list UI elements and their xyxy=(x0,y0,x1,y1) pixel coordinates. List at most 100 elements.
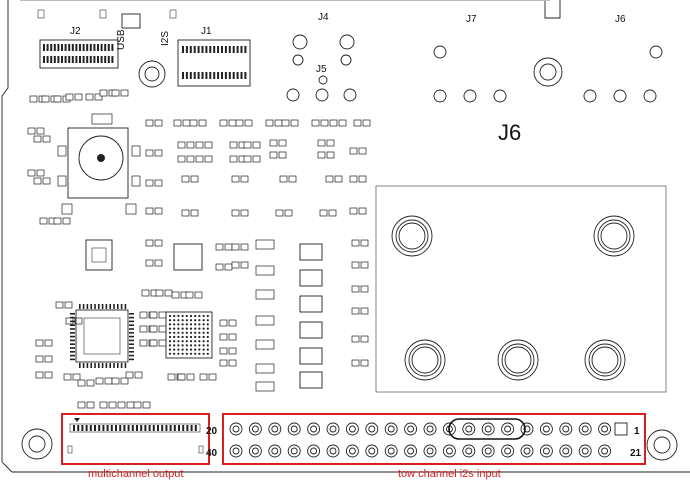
header-pin-top xyxy=(520,422,534,436)
smd-pad xyxy=(228,359,237,367)
qfp-pin xyxy=(129,335,134,338)
qfp-pin xyxy=(129,316,134,319)
bga-ball xyxy=(198,352,201,355)
pin xyxy=(236,46,239,53)
bga-ball xyxy=(181,323,184,326)
qfp-pin xyxy=(129,351,134,353)
header-pin-bottom-hole xyxy=(290,447,298,455)
resistor xyxy=(255,265,275,276)
header-pin-bottom xyxy=(520,444,534,458)
bga-ball xyxy=(181,340,184,343)
connector-pin xyxy=(152,425,155,431)
smd-pad xyxy=(278,139,287,147)
smd-pad xyxy=(215,243,224,251)
smd-pad xyxy=(149,311,158,319)
jack-ring xyxy=(408,343,442,377)
pin xyxy=(236,72,239,79)
smd-pad xyxy=(189,119,198,127)
bga-ball xyxy=(198,331,201,334)
qfp-pin xyxy=(129,339,134,342)
connector-pin xyxy=(73,425,75,431)
smd-pad xyxy=(62,217,71,225)
header-pin-bottom-hole xyxy=(426,447,434,455)
bga-ball xyxy=(177,314,180,318)
pin xyxy=(221,46,223,53)
pin xyxy=(86,44,89,51)
smd-pad xyxy=(177,155,186,163)
smd-pad xyxy=(36,127,45,135)
header-pin-bottom-hole xyxy=(601,447,609,455)
bga-chip xyxy=(165,311,213,359)
pin xyxy=(240,46,243,53)
header-pin-top xyxy=(598,422,612,436)
qfp-pin xyxy=(124,304,127,309)
qfp-pin xyxy=(98,363,100,368)
bga-ball xyxy=(202,340,205,343)
bga-ball xyxy=(181,319,184,322)
bga-ball xyxy=(189,323,193,326)
qfp-pin xyxy=(90,304,92,309)
connector-pin xyxy=(173,425,176,431)
pin xyxy=(107,56,110,63)
header-pin-top-hole xyxy=(368,425,376,433)
bga-ball xyxy=(168,352,172,355)
smd-pad xyxy=(120,89,129,97)
header-pin-top xyxy=(307,422,321,436)
usb-label: USB xyxy=(116,29,127,50)
qfp-pin xyxy=(94,304,96,309)
smd-pad xyxy=(334,175,343,183)
jack-ring xyxy=(584,339,626,381)
smd-pad xyxy=(141,289,150,297)
smd-pad xyxy=(338,119,347,127)
smd-pad xyxy=(228,333,237,341)
smd-pad xyxy=(74,93,83,101)
pin xyxy=(97,44,99,51)
smd-pad xyxy=(139,339,148,347)
connector-pin xyxy=(98,425,101,431)
mounting-hole-bottom-right xyxy=(646,429,678,461)
smd-pad xyxy=(351,261,360,269)
resistor xyxy=(255,339,275,350)
bga-ball xyxy=(194,344,197,347)
pin xyxy=(228,46,231,53)
smd-pad xyxy=(53,217,62,225)
pin xyxy=(209,46,212,53)
smd-pad xyxy=(44,355,53,363)
header-pin-40-label: 40 xyxy=(206,448,218,459)
resistor xyxy=(255,289,275,300)
connector-pin xyxy=(131,425,134,431)
bga-ball xyxy=(189,335,193,339)
bga-ball xyxy=(202,344,205,347)
connector-pin xyxy=(148,425,151,431)
header-pin-top-hole xyxy=(329,425,337,433)
header-pin-bottom-hole xyxy=(465,447,473,455)
smd-pad xyxy=(219,319,228,327)
bga-ball xyxy=(198,327,201,330)
usb-connector: USB xyxy=(116,13,141,50)
bga-ball xyxy=(168,327,172,330)
small-ic xyxy=(299,243,323,261)
connector-pin xyxy=(123,425,126,431)
smd-pad xyxy=(27,169,36,177)
header-pin-bottom-hole xyxy=(445,447,453,455)
j2-connector: J2 xyxy=(39,26,119,69)
qfp-pin xyxy=(129,347,134,349)
bga-ball xyxy=(202,352,205,355)
smd-pad xyxy=(240,209,249,217)
bga-ball xyxy=(181,331,184,334)
bga-ball xyxy=(168,331,172,334)
qfp-pin xyxy=(105,304,108,309)
pin xyxy=(89,44,92,51)
qfp-pin xyxy=(70,347,75,349)
jack-ring xyxy=(597,219,631,253)
bga-ball xyxy=(194,348,197,351)
bga-ball xyxy=(206,314,209,318)
smd-pad xyxy=(326,139,335,147)
pin xyxy=(104,44,107,51)
pin xyxy=(217,46,220,53)
smd-pad xyxy=(252,155,261,163)
header-pin-top-hole xyxy=(271,425,279,433)
pin xyxy=(224,72,227,79)
smd-pad xyxy=(317,139,326,147)
connector-pin xyxy=(161,425,164,431)
